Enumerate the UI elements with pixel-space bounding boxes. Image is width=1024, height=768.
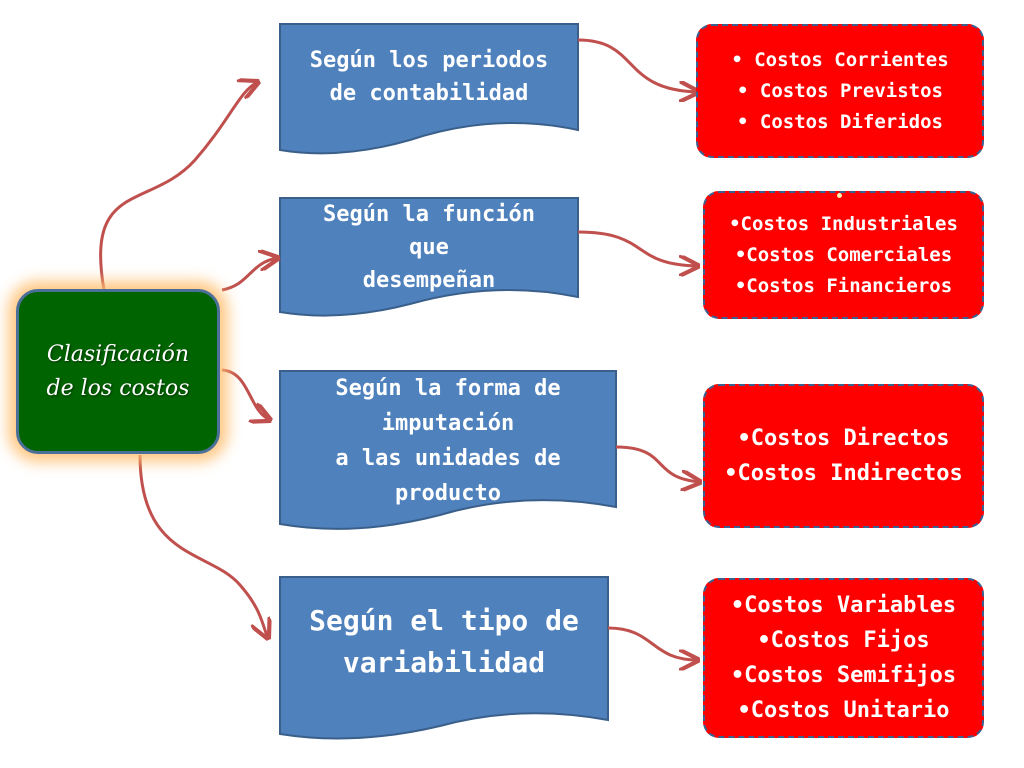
group-1-item-2: • Costos Previstos [737,79,943,102]
arrow-root-to-category-3 [221,368,270,420]
group-2-item-2: •Costos Comerciales [734,243,953,266]
items-group-2: •Costos Industriales •Costos Comerciales… [703,191,984,319]
category-shape-2 [279,197,579,317]
arrow-category-1-to-group-1 [577,38,698,92]
arrow-root-to-category-1 [99,82,258,291]
category-1-line-2: de contabilidad [329,81,529,106]
group-4-item-1: •Costos Variables [730,593,957,618]
group-2-item-3: •Costos Financieros [734,274,953,297]
arrow-category-3-to-group-3 [615,445,700,482]
category-3-line-3: a las unidades de [335,446,561,471]
category-4-line-2: variabilidad [342,646,546,679]
category-shape-1 [279,23,579,155]
arrow-root-to-category-4 [138,454,268,638]
arrow-category-4-to-group-4 [607,626,698,660]
group-1-item-3: • Costos Diferidos [737,110,943,133]
category-1: Según los periodos de contabilidad [280,40,578,110]
category-shape-4 [279,576,609,740]
items-group-1: • Costos Corrientes • Costos Previstos •… [696,24,984,158]
category-2: Según la función que desempeñan [280,198,578,297]
category-shape-3 [279,370,617,530]
category-2-line-3: desempeñan [362,268,496,293]
items-group-3: •Costos Directos •Costos Indirectos [703,384,984,528]
group-4-item-2: •Costos Fijos [757,628,930,653]
root-node: Clasificación de los costos [16,289,220,454]
group-4-item-4: •Costos Unitario [737,698,950,723]
category-3-line-2: imputación [381,411,515,436]
category-2-line-2: que [409,235,449,260]
category-3-line-4: producto [395,481,501,506]
category-1-line-1: Según los periodos [309,48,549,73]
root-label-line-2: de los costos [46,375,190,401]
group-4-item-3: •Costos Semifijos [730,663,957,688]
group-3-item-2: •Costos Indirectos [724,461,963,486]
group-1-item-1: • Costos Corrientes [731,48,949,71]
category-4: Según el tipo de variabilidad [280,600,608,684]
arrow-category-2-to-group-2 [577,230,698,266]
group-2-item-1: •Costos Industriales [729,212,958,235]
group-3-item-1: •Costos Directos [737,426,950,451]
decorative-dot [837,193,842,198]
category-3: Según la forma de imputación a las unida… [280,371,616,511]
category-2-line-1: Según la función [323,202,535,227]
items-group-4: •Costos Variables •Costos Fijos •Costos … [703,578,984,738]
arrow-root-to-category-2 [221,258,278,292]
category-3-line-1: Según la forma de [335,376,561,401]
category-4-line-1: Según el tipo de [309,604,579,637]
root-label-line-1: Clasificación [46,341,190,367]
